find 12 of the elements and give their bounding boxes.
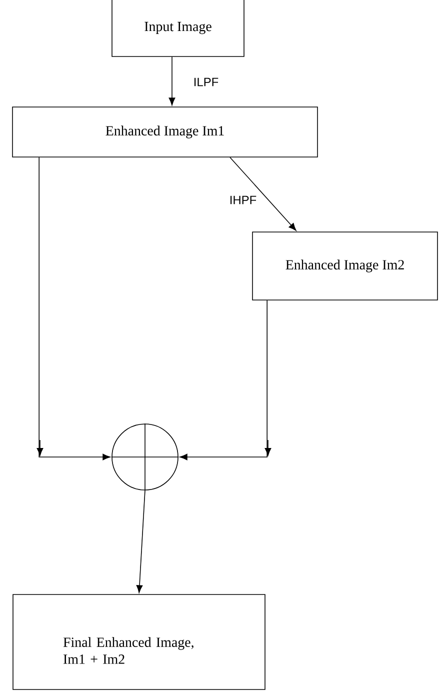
edge-label: IHPF: [228, 194, 258, 206]
process-box: Input Image: [112, 0, 244, 57]
process-box: Enhanced Image Im2: [252, 232, 438, 300]
process-box: Final Enhanced Image, Im1 + Im2: [12, 594, 266, 690]
process-box: Enhanced Image Im1: [12, 106, 318, 158]
arrow: [136, 490, 146, 593]
summing-junction: [111, 423, 179, 491]
arrow: [36, 157, 110, 460]
arrow: [180, 300, 272, 460]
arrow: [168, 56, 176, 106]
arrow: [230, 157, 296, 231]
edge-label: ILPF: [192, 76, 220, 88]
